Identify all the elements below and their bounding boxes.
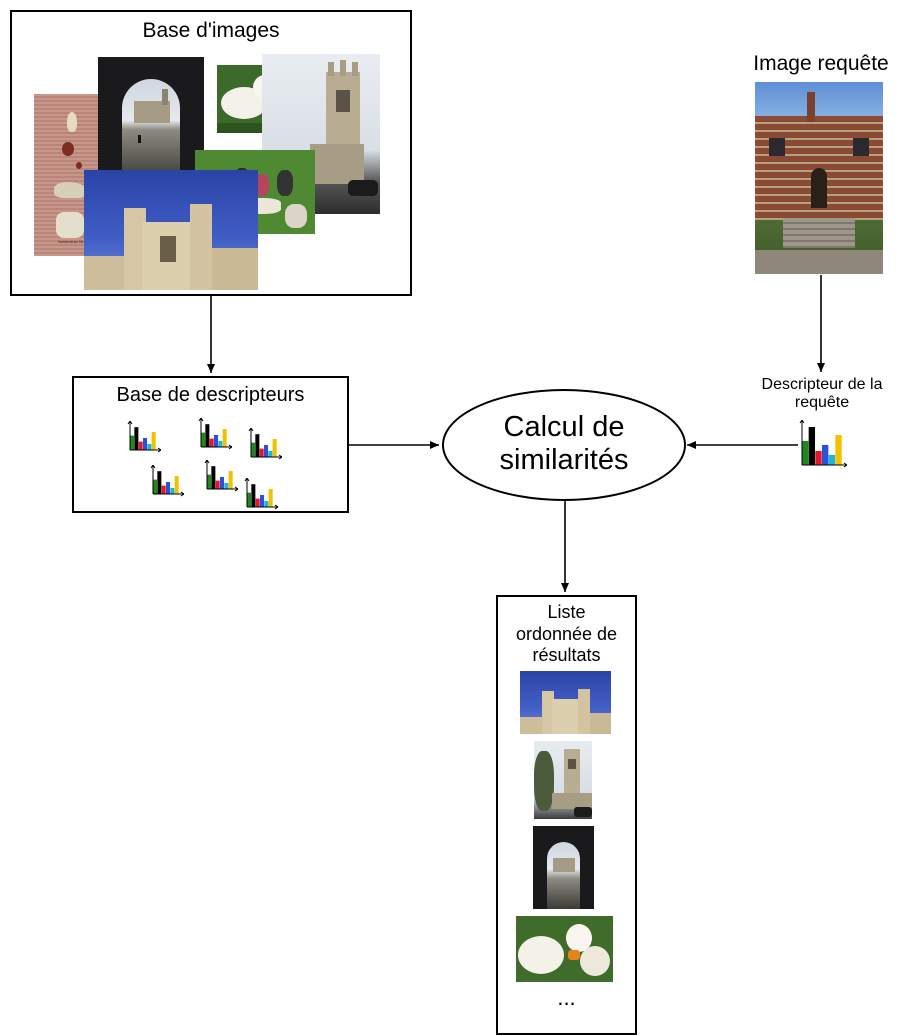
descriptor-histogram-6 xyxy=(244,478,278,510)
histogram-bar-4 xyxy=(260,495,265,507)
result-2-gothic-tower-photo xyxy=(534,741,592,819)
result-1-college-facade-photo xyxy=(520,671,611,734)
result-4-duck-photo xyxy=(516,916,613,982)
histogram-bar-4 xyxy=(264,445,269,457)
similarity-label-line1: Calcul de xyxy=(503,411,625,443)
results-ellipsis: ... xyxy=(557,985,576,1010)
histogram-bar-6 xyxy=(151,432,156,450)
descriptor-histogram-4 xyxy=(150,465,184,497)
descriptor-histogram-3 xyxy=(248,428,282,460)
carved-artefacts-caption: Ashmolean Museum xyxy=(58,239,95,244)
histogram-bar-1 xyxy=(802,441,809,465)
histogram-axes xyxy=(150,465,184,497)
similarity-ellipse xyxy=(442,389,686,501)
histogram-bar-6 xyxy=(835,435,842,465)
histogram-bar-5 xyxy=(218,441,223,447)
archway-quad-photo xyxy=(98,57,204,171)
histogram-bar-2 xyxy=(205,424,210,447)
histogram-bar-4 xyxy=(166,482,171,494)
histogram-bar-6 xyxy=(268,489,273,507)
histogram-bar-2 xyxy=(134,427,139,450)
histogram-axes xyxy=(244,478,278,510)
histogram-bar-4 xyxy=(822,445,829,465)
results-title-line3: résultats xyxy=(532,645,601,666)
histogram-bar-1 xyxy=(247,492,252,507)
query-descriptor-title-line2: requête xyxy=(794,394,850,412)
histogram-bar-5 xyxy=(264,501,269,507)
histogram-bar-5 xyxy=(170,488,175,494)
results-title-line2: ordonnée de xyxy=(515,623,618,644)
histogram-bar-5 xyxy=(224,483,229,489)
histogram-bar-1 xyxy=(251,442,256,457)
similarity-label-line2: similarités xyxy=(499,444,629,477)
descriptor-histogram-1 xyxy=(127,421,161,453)
histogram-bar-6 xyxy=(272,439,277,457)
histogram-bar-2 xyxy=(157,471,162,494)
query-descriptor-title-line1: Descripteur de la xyxy=(761,376,883,393)
histogram-bar-3 xyxy=(259,448,264,457)
histogram-bar-3 xyxy=(161,485,166,494)
histogram-axes xyxy=(198,418,232,450)
histogram-bar-3 xyxy=(138,441,143,450)
histogram-bar-1 xyxy=(201,432,206,447)
descriptor-histogram-5 xyxy=(204,460,238,492)
image-base-box: Base d'images Ashmolean Museum xyxy=(10,10,412,296)
query-image-photo xyxy=(755,82,883,274)
histogram-bar-6 xyxy=(174,476,179,494)
histogram-bar-5 xyxy=(268,451,273,457)
histogram-bar-1 xyxy=(130,435,135,450)
histogram-bar-2 xyxy=(211,466,216,489)
descriptor-base-title: Base de descripteurs xyxy=(116,384,305,406)
histogram-axes xyxy=(127,421,161,453)
histogram-bar-4 xyxy=(143,438,148,450)
descriptor-histogram-2 xyxy=(198,418,232,450)
results-title: Liste ordonnée de résultats xyxy=(498,602,635,667)
histogram-bar-1 xyxy=(153,479,158,494)
histogram-axes xyxy=(204,460,238,492)
histogram-bar-2 xyxy=(255,434,260,457)
college-facade-blue-sky-photo xyxy=(84,170,258,290)
histogram-bar-2 xyxy=(808,427,816,465)
histogram-bar-3 xyxy=(215,480,220,489)
histogram-bar-6 xyxy=(228,471,233,489)
similarity-label: Calcul de similarités xyxy=(444,411,684,478)
histogram-bar-5 xyxy=(147,444,152,450)
histogram-axes xyxy=(799,420,847,468)
image-base-title: Base d'images xyxy=(142,19,280,42)
histogram-bar-1 xyxy=(207,474,212,489)
histogram-bar-6 xyxy=(222,429,227,447)
histogram-bar-3 xyxy=(209,438,214,447)
result-3-archway-photo xyxy=(533,826,594,909)
histogram-bar-5 xyxy=(828,455,836,465)
histogram-bar-2 xyxy=(251,484,256,507)
results-title-line1: Liste xyxy=(547,602,586,622)
histogram-bar-4 xyxy=(220,477,225,489)
histogram-axes xyxy=(248,428,282,460)
query-histogram xyxy=(799,420,847,468)
query-descriptor-title: Descripteur de la requête xyxy=(742,376,902,413)
histogram-bar-3 xyxy=(815,451,822,465)
query-image-title: Image requête xyxy=(753,52,889,75)
histogram-bar-4 xyxy=(214,435,219,447)
histogram-bar-3 xyxy=(255,498,260,507)
